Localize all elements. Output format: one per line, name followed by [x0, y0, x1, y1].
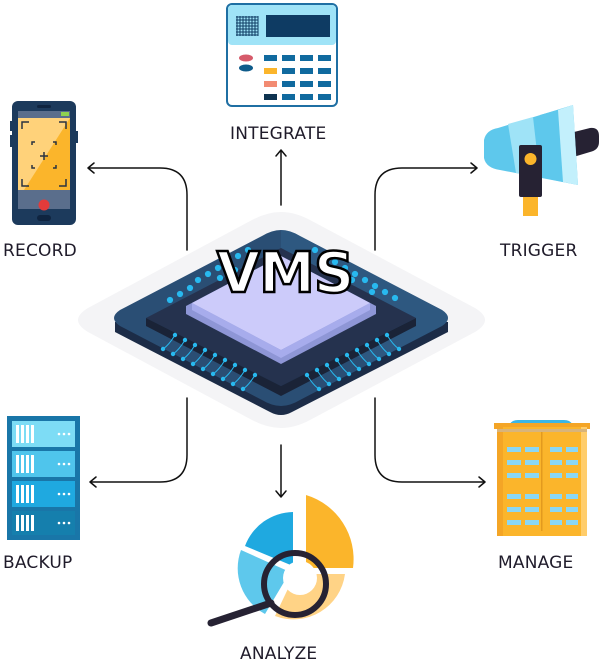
edge-integrate [275, 149, 287, 206]
edge-backup [89, 397, 188, 488]
node-record [10, 101, 78, 225]
edge-analyze [275, 444, 287, 498]
node-trigger [478, 100, 600, 218]
node-label-trigger: TRIGGER [500, 241, 578, 261]
vms-center-label: VMS [216, 241, 356, 306]
node-manage [494, 418, 590, 538]
office-building-icon [494, 420, 590, 536]
node-label-integrate: INTEGRATE [230, 124, 327, 144]
server-rack-icon [7, 416, 80, 540]
node-label-manage: MANAGE [498, 553, 574, 573]
node-label-backup: BACKUP [3, 553, 73, 573]
smartphone-camera-icon [10, 101, 78, 225]
edge-trigger [374, 162, 478, 251]
pie-chart-magnifier-icon [207, 495, 354, 627]
node-label-analyze: ANALYZE [240, 644, 318, 664]
edge-record [87, 162, 188, 251]
node-label-record: RECORD [3, 241, 77, 261]
node-backup [7, 416, 80, 540]
edge-manage [374, 397, 486, 488]
node-integrate [226, 3, 338, 107]
alarm-keypad-icon [226, 3, 338, 107]
vms-chip [70, 210, 500, 430]
megaphone-icon [484, 105, 599, 216]
microchip-icon [78, 212, 485, 428]
node-analyze [205, 490, 360, 630]
